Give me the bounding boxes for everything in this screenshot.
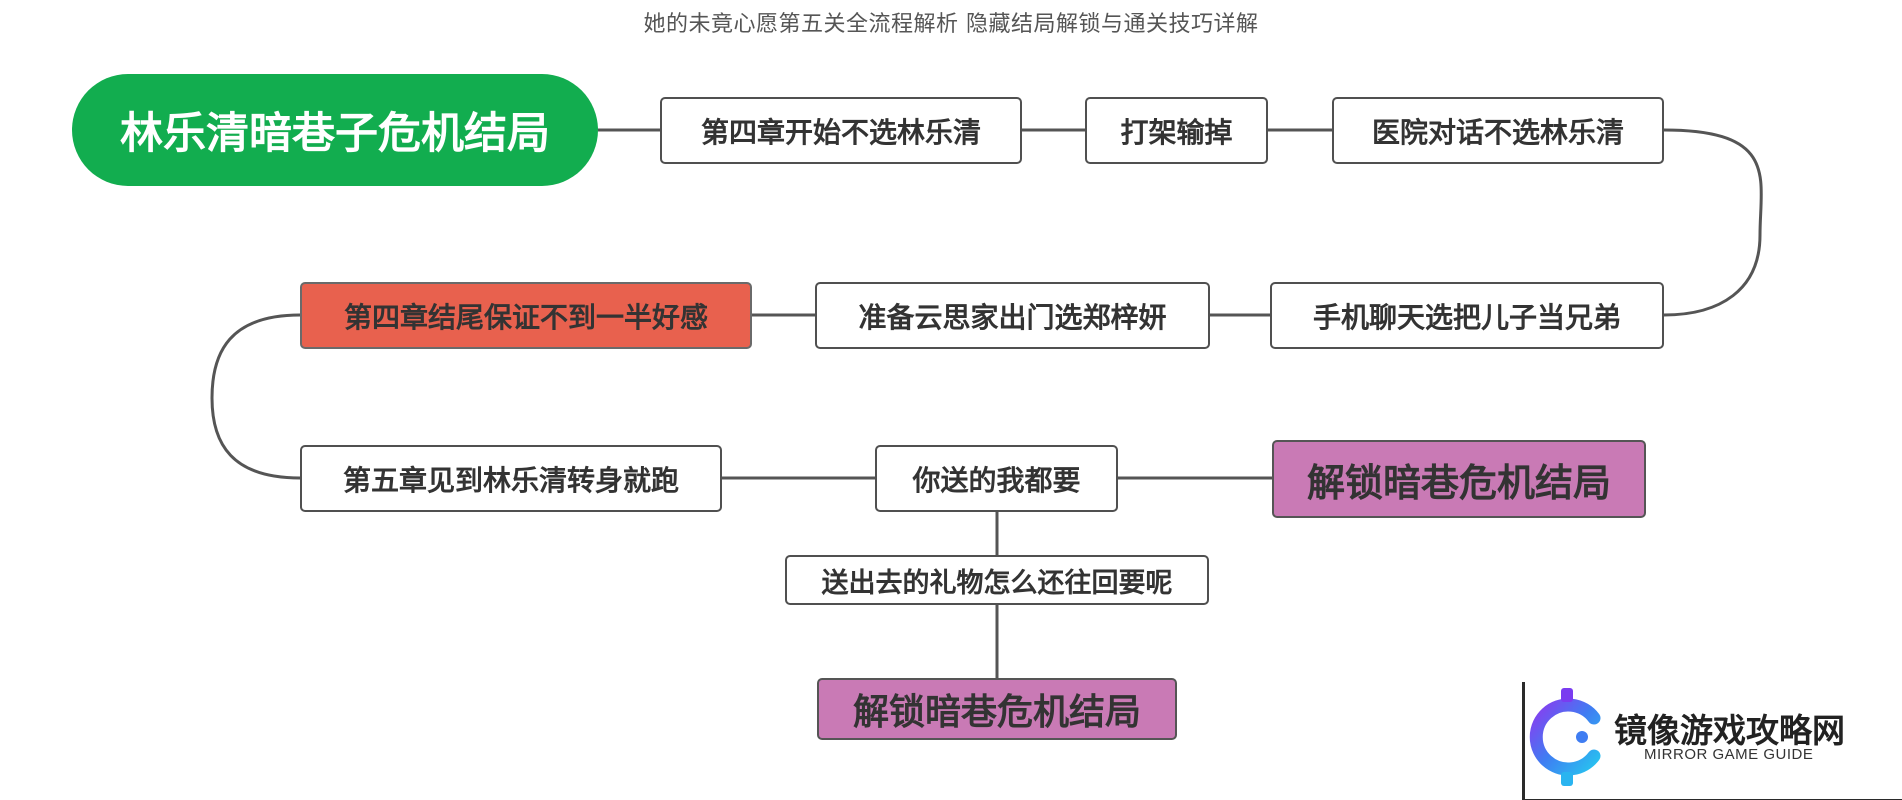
connector-step6-step7 bbox=[210, 313, 301, 480]
step-node-take-back-gifts: 送出去的礼物怎么还往回要呢 bbox=[785, 555, 1209, 605]
result-node-unlock-ending-1: 解锁暗巷危机结局 bbox=[1272, 440, 1646, 518]
page-title: 她的未竟心愿第五关全流程解析 隐藏结局解锁与通关技巧详解 bbox=[643, 12, 1259, 37]
step-node-hospital-dialogue: 医院对话不选林乐清 bbox=[1332, 97, 1664, 164]
step-node-lose-fight: 打架输掉 bbox=[1085, 97, 1268, 164]
step-node-phone-chat: 手机聊天选把儿子当兄弟 bbox=[1270, 282, 1664, 349]
step-node-chapter5-run: 第五章见到林乐清转身就跑 bbox=[300, 445, 722, 512]
watermark-site-name: 镜像游戏攻略网 bbox=[1614, 711, 1845, 750]
step-node-choose-zheng-ziyan: 准备云思家出门选郑梓妍 bbox=[815, 282, 1210, 349]
root-node: 林乐清暗巷子危机结局 bbox=[72, 74, 598, 186]
connector-step3-step4 bbox=[1663, 128, 1763, 317]
warning-node-affection: 第四章结尾保证不到一半好感 bbox=[300, 282, 752, 349]
result-node-unlock-ending-2: 解锁暗巷危机结局 bbox=[817, 678, 1177, 740]
mirror-game-guide-logo-icon bbox=[1529, 688, 1601, 786]
watermark-site-subtitle: MIRROR GAME GUIDE bbox=[1644, 746, 1814, 763]
step-node-chapter4-start: 第四章开始不选林乐清 bbox=[660, 97, 1022, 164]
step-node-accept-gifts: 你送的我都要 bbox=[875, 445, 1118, 512]
